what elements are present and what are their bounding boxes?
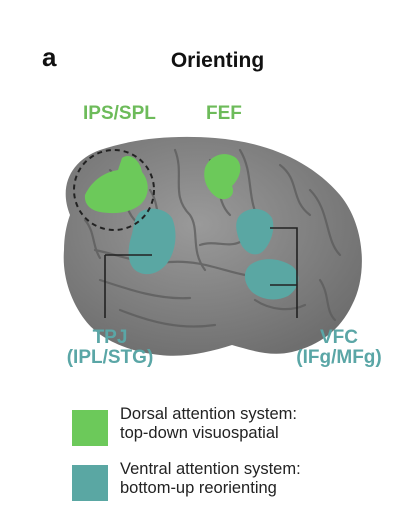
figure-title: Orienting [170, 49, 265, 72]
label-connectors [104, 227, 298, 318]
legend-swatch-dorsal [72, 410, 108, 446]
fef-region [204, 154, 241, 200]
label-tpj-line2: (IPL/STG) [66, 346, 154, 368]
ips-spl-highlight-circle [73, 149, 155, 231]
label-tpj-line1: TPJ [92, 327, 128, 348]
vfc-region-upper [236, 208, 274, 255]
ips-spl-region [84, 155, 148, 214]
vfc-region-lower [244, 259, 299, 300]
legend-text-ventral: Ventral attention system: bottom-up reor… [120, 460, 301, 499]
label-fef: FEF [206, 103, 242, 124]
legend-ventral-line1: Ventral attention system: [120, 460, 301, 478]
panel-letter: a [42, 42, 57, 72]
legend-dorsal-line2: top-down visuospatial [120, 424, 279, 443]
legend-text-dorsal: Dorsal attention system: top-down visuos… [120, 405, 297, 444]
legend-ventral-line2: bottom-up reorienting [120, 479, 277, 498]
label-vfc: VFC (IFg/MFg) [284, 328, 394, 368]
label-ips-spl: IPS/SPL [83, 103, 156, 124]
legend-swatch-ventral [72, 465, 108, 501]
brain-diagram [63, 136, 362, 356]
tpj-region [128, 208, 176, 275]
label-vfc-line2: (IFg/MFg) [296, 346, 382, 368]
label-tpj: TPJ (IPL/STG) [55, 328, 165, 368]
legend-dorsal-line1: Dorsal attention system: [120, 405, 297, 423]
label-vfc-line1: VFC [320, 327, 358, 348]
